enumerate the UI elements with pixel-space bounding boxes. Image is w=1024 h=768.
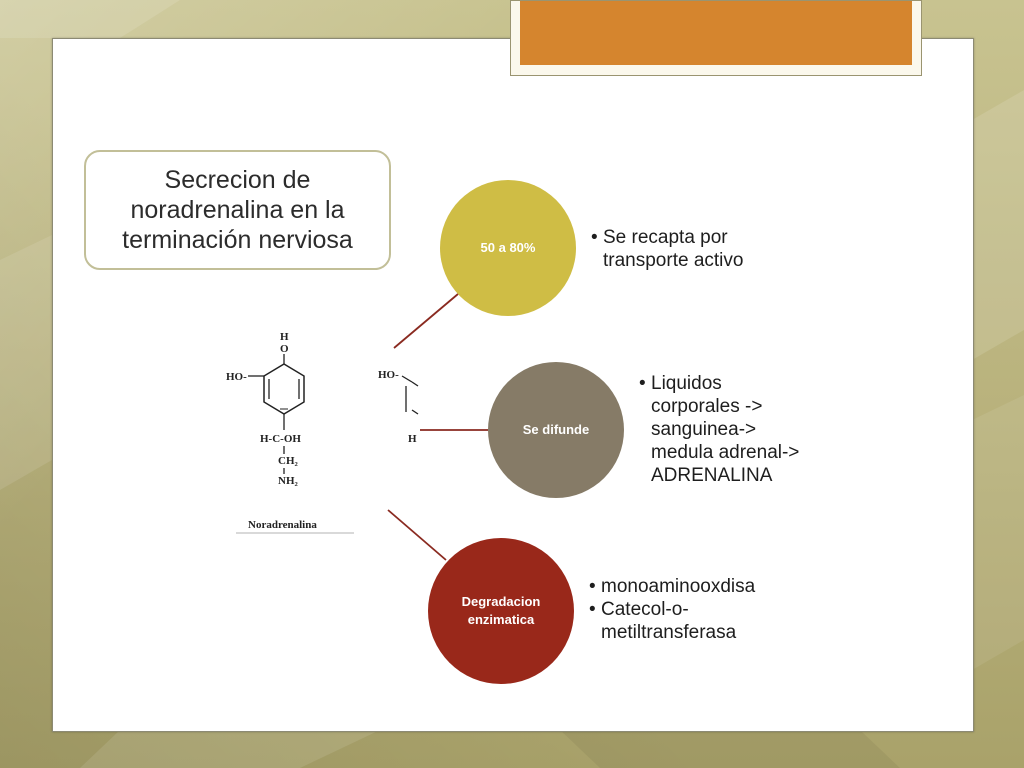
bullet-list-enzymatic: monoaminooxdisa Catecol-o- metiltransfer… — [589, 575, 839, 644]
bullet-list-recapture: Se recapta por transporte activo — [591, 226, 851, 272]
svg-text:HO-: HO- — [378, 369, 399, 381]
bullet-item: Catecol-o- metiltransferasa — [589, 598, 839, 644]
svg-text:NH₂: NH₂ — [278, 475, 299, 487]
connector-line-1 — [393, 293, 459, 349]
connector-line-3 — [387, 509, 447, 561]
svg-text:H: H — [280, 331, 289, 343]
svg-text:O: O — [280, 343, 289, 355]
svg-text:CH₂: CH₂ — [278, 455, 299, 467]
circle-enzymatic-degradation: Degradacion enzimatica — [428, 538, 574, 684]
noradrenaline-structure-image: H O HO- H-C-OH CH₂ NH₂ Noradrenalina — [226, 331, 354, 534]
noradrenaline-structure-partial: HO- H — [378, 369, 419, 445]
slide-title: Secrecion de noradrenalina en la termina… — [122, 166, 353, 254]
bullet-item: Se recapta por transporte activo — [591, 226, 851, 272]
svg-text:H: H — [408, 433, 417, 445]
header-accent-bar — [520, 1, 912, 65]
bullet-list-diffusion: Liquidos corporales -> sanguinea-> medul… — [639, 372, 869, 487]
circle-recapture: 50 a 80% — [440, 180, 576, 316]
svg-text:HO-: HO- — [226, 371, 247, 383]
molecule-caption: Noradrenalina — [248, 519, 317, 531]
circle-diffusion: Se difunde — [488, 362, 624, 498]
header-box — [510, 0, 922, 76]
bullet-item: Liquidos corporales -> sanguinea-> medul… — [639, 372, 869, 487]
title-box: Secrecion de noradrenalina en la termina… — [84, 150, 391, 270]
svg-text:H-C-OH: H-C-OH — [260, 433, 301, 445]
bullet-item: monoaminooxdisa — [589, 575, 839, 598]
